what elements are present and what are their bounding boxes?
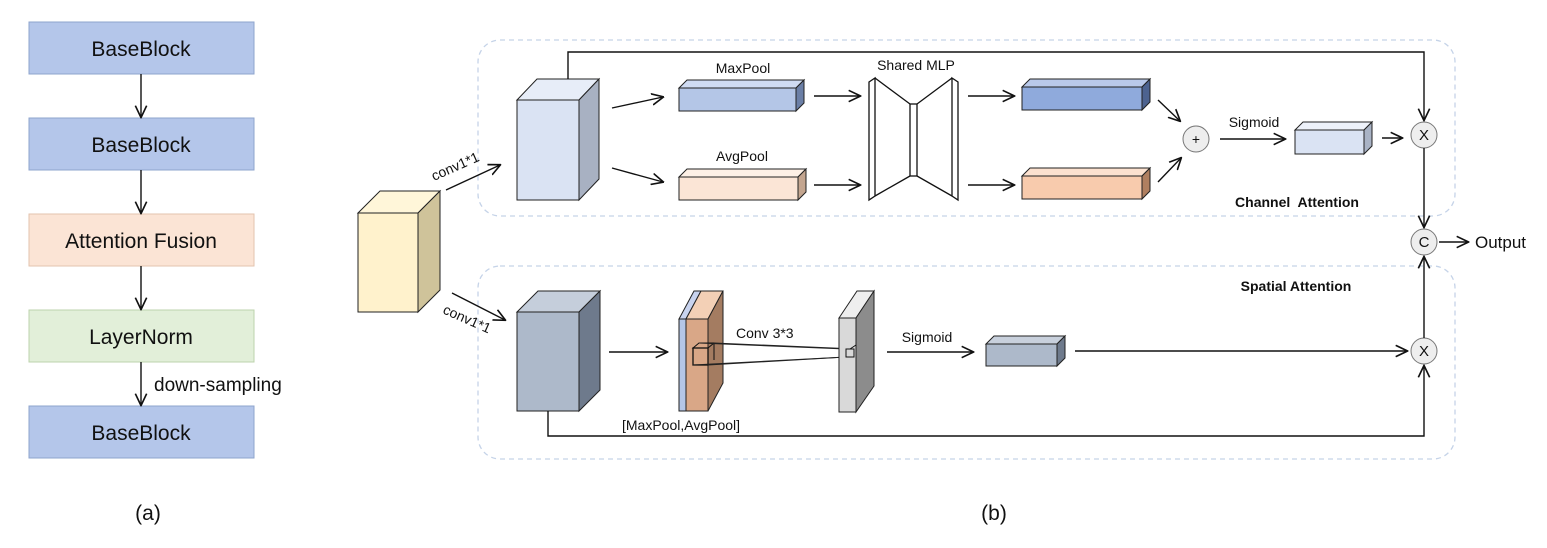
caption-a: (a) — [135, 502, 161, 525]
panel-b: conv1*1 conv1*1 MaxPool AvgPool — [356, 39, 1526, 525]
avgpool-label: AvgPool — [716, 148, 768, 164]
baseblock-2-label: BaseBlock — [91, 134, 191, 157]
concat-pool-label: [MaxPool,AvgPool] — [622, 417, 740, 433]
caption-b: (b) — [981, 502, 1007, 525]
skip-connection-top — [567, 51, 1424, 120]
maxpool-label: MaxPool — [716, 60, 770, 76]
mlp-output-top-bar — [1020, 77, 1152, 112]
baseblock-1 — [28, 21, 255, 75]
arrow-bottom-out-to-plus — [1157, 158, 1181, 183]
conv33-label: Conv 3*3 — [736, 325, 794, 341]
output-label: Output — [1475, 233, 1526, 252]
top-feature-cube — [515, 77, 601, 202]
concat-symbol: C — [1419, 234, 1430, 251]
pooled-feature-maps — [678, 290, 724, 412]
shared-mlp — [868, 76, 959, 202]
spatial-weight-bar — [984, 334, 1067, 368]
baseblock-2 — [28, 117, 255, 171]
baseblock-3-label: BaseBlock — [91, 422, 191, 445]
layernorm-block — [28, 309, 255, 363]
sigmoid-bottom-label: Sigmoid — [902, 329, 953, 345]
spatial-conv-map — [838, 289, 875, 414]
layernorm-label: LayerNorm — [89, 326, 193, 349]
spatial-attention-label: Spatial Attention — [1241, 278, 1352, 294]
conv-top-label: conv1*1 — [429, 148, 482, 183]
downsampling-label: down-sampling — [154, 375, 282, 396]
skip-connection-bottom — [547, 366, 1424, 437]
arrow-to-maxpool — [611, 97, 663, 109]
arrow-conv-bottom — [451, 292, 505, 320]
input-feature-cube — [356, 189, 442, 314]
baseblock-1-label: BaseBlock — [91, 38, 191, 61]
baseblock-3 — [28, 405, 255, 459]
bottom-feature-cube — [515, 289, 602, 413]
attention-fusion-label: Attention Fusion — [65, 230, 217, 253]
sigmoid-top-label: Sigmoid — [1229, 114, 1280, 130]
shared-mlp-label: Shared MLP — [877, 57, 955, 73]
channel-attention-label: Channel Attention — [1235, 194, 1359, 210]
arrow-conv-top — [445, 165, 500, 191]
plus-symbol: + — [1192, 131, 1200, 147]
concat-node — [1410, 228, 1438, 256]
conv-bottom-label: conv1*1 — [441, 301, 494, 336]
arrow-top-out-to-plus — [1157, 99, 1180, 121]
conv-projection-lines — [692, 342, 857, 366]
channel-weight-bar — [1293, 120, 1374, 156]
avgpool-bar — [677, 167, 808, 202]
maxpool-bar — [677, 78, 806, 113]
mlp-output-bottom-bar — [1020, 166, 1152, 201]
arrow-to-avgpool — [611, 167, 663, 182]
multiply-symbol-bottom: X — [1419, 343, 1429, 360]
panel-a: BaseBlock BaseBlock Attention Fusion Lay… — [28, 21, 282, 525]
plus-node — [1182, 125, 1210, 153]
multiply-symbol-top: X — [1419, 127, 1429, 144]
